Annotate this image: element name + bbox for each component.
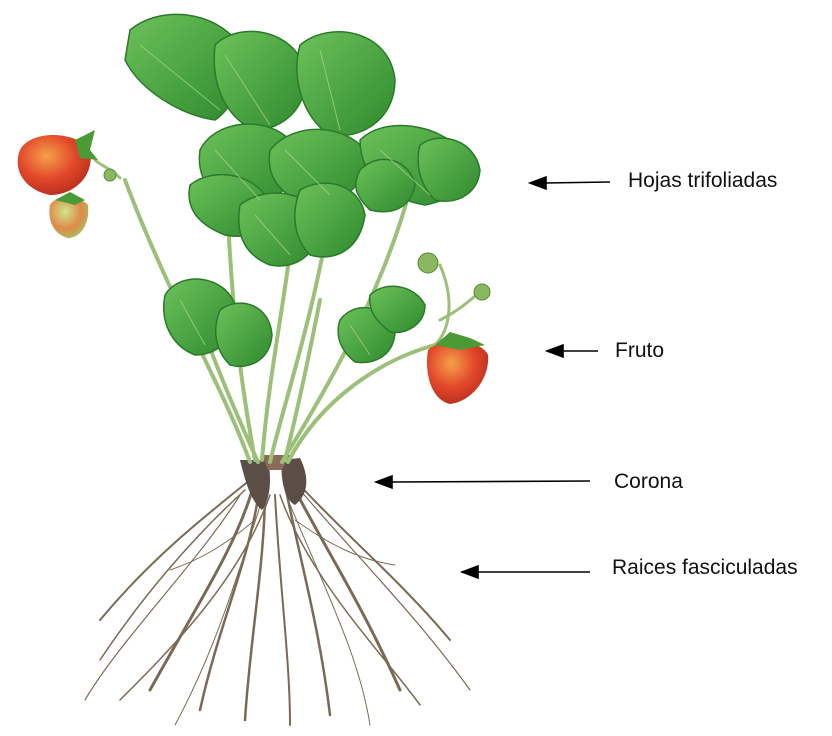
label-raices-fasciculadas: Raices fasciculadas	[612, 557, 798, 578]
strawberry-fruit-left	[18, 130, 98, 195]
roots	[85, 480, 470, 725]
arrow-left-icon	[530, 177, 546, 189]
arrow-hojas-line	[545, 182, 610, 183]
arrow-left-icon	[547, 345, 563, 357]
arrow-left-icon	[376, 476, 392, 488]
leaves	[125, 14, 480, 366]
strawberry-fruit-green	[49, 192, 88, 238]
label-fruto: Fruto	[615, 340, 664, 361]
label-corona: Corona	[614, 471, 683, 492]
arrows	[376, 177, 610, 578]
arrow-corona-line	[392, 481, 590, 482]
arrow-left-icon	[462, 566, 478, 578]
label-hojas-trifoliadas: Hojas trifoliadas	[628, 170, 777, 191]
